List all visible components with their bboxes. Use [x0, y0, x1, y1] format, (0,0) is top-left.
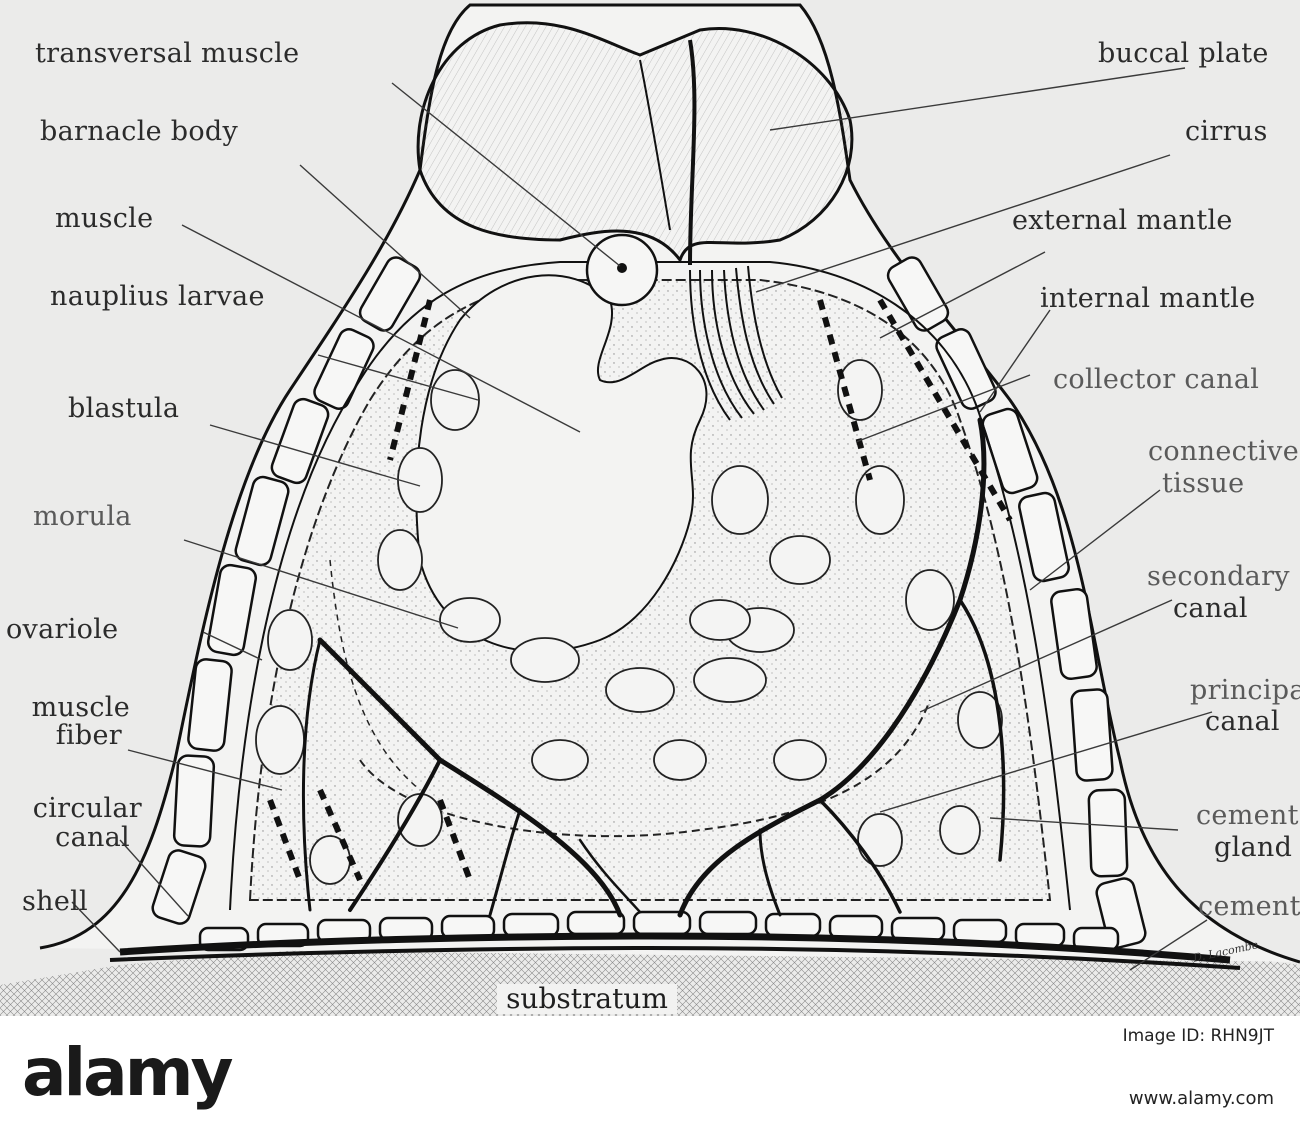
- leader-lines: [71, 67, 1213, 971]
- label-connective-tissue-line1: connective: [1148, 436, 1299, 467]
- illustration-svg: [0, 3, 1300, 1016]
- label-muscle: muscle: [55, 203, 154, 234]
- label-morula: morula: [33, 501, 132, 532]
- label-external-mantle: external mantle: [1012, 205, 1233, 236]
- label-cement: cement: [1198, 891, 1300, 922]
- label-shell: shell: [22, 886, 88, 917]
- cirri-bundle: [689, 265, 783, 421]
- label-cement-gland-line2: gland: [1214, 832, 1293, 863]
- label-muscle-fiber-line2: fiber: [55, 720, 122, 751]
- label-principal-canal-line1: principal: [1190, 675, 1300, 706]
- barnacle-cross-section-figure: transversal muscle barnacle body muscle …: [0, 0, 1300, 1016]
- label-connective-tissue-line2: tissue: [1162, 468, 1245, 499]
- label-cirrus: cirrus: [1185, 116, 1268, 147]
- substratum-ground: [0, 946, 1300, 1016]
- label-internal-mantle: internal mantle: [1040, 283, 1256, 314]
- label-transversal-muscle: transversal muscle: [35, 38, 300, 69]
- label-circular-canal-line2: canal: [55, 822, 130, 853]
- muscle-fiber-dashes: [267, 298, 1013, 882]
- label-principal-canal-line2: canal: [1205, 706, 1280, 737]
- label-collector-canal: collector canal: [1053, 364, 1260, 395]
- label-cement-gland-line1: cement: [1196, 800, 1299, 831]
- canal-network: [301, 417, 1006, 918]
- stock-image-id: Image ID: RHN9JT: [1122, 1026, 1274, 1046]
- buccal-plates: [416, 21, 854, 264]
- label-secondary-canal-line1: secondary: [1147, 561, 1290, 592]
- shell-plates-left: [151, 256, 422, 925]
- shell-plates-right: [886, 256, 1147, 949]
- label-barnacle-body: barnacle body: [40, 116, 239, 147]
- stock-logo: alamy: [22, 1034, 234, 1111]
- cement-layer: [119, 932, 1231, 964]
- label-nauplius-larvae: nauplius larvae: [50, 281, 265, 312]
- label-blastula: blastula: [68, 393, 180, 424]
- label-secondary-canal-line2: canal: [1173, 593, 1248, 624]
- stock-footer: [0, 1016, 1300, 1129]
- label-buccal-plate: buccal plate: [1098, 38, 1269, 69]
- egg-masses: [255, 359, 1003, 885]
- label-muscle-fiber-line1: muscle: [31, 692, 130, 723]
- stock-url: www.alamy.com: [1128, 1088, 1274, 1109]
- label-circular-canal-line1: circular: [32, 793, 142, 824]
- basal-plate-blocks: [198, 910, 1120, 952]
- label-substratum: substratum: [497, 984, 677, 1014]
- label-ovariole: ovariole: [6, 614, 119, 645]
